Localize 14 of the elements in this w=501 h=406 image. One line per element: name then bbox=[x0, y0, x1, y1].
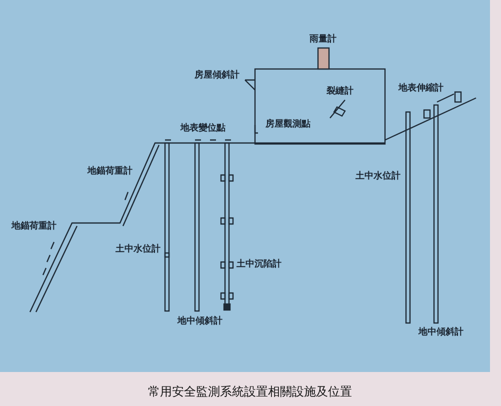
part-label: 裂縫計 bbox=[326, 88, 354, 96]
part-label: 土中沉陷計 bbox=[236, 260, 282, 270]
part-label: 雨量計 bbox=[310, 36, 336, 44]
part-label: 地錨荷重計 bbox=[88, 168, 132, 176]
part-label: 地表伸縮計 bbox=[398, 84, 444, 94]
part-label: 房屋觀測點 bbox=[266, 120, 310, 130]
part-label: 地中傾斜計 bbox=[178, 318, 222, 326]
caption: 常用安全監測系統設置相關設施及位置 bbox=[148, 384, 352, 400]
part-label: 地中傾斜計 bbox=[418, 328, 464, 338]
part-label: 土中水位計 bbox=[356, 172, 400, 182]
part-label: 地表變位點 bbox=[180, 124, 226, 134]
part-label: 土中水位計 bbox=[116, 246, 160, 254]
part-label: 房屋傾斜計 bbox=[194, 72, 240, 80]
part-label: 地錨荷重計 bbox=[12, 222, 56, 232]
